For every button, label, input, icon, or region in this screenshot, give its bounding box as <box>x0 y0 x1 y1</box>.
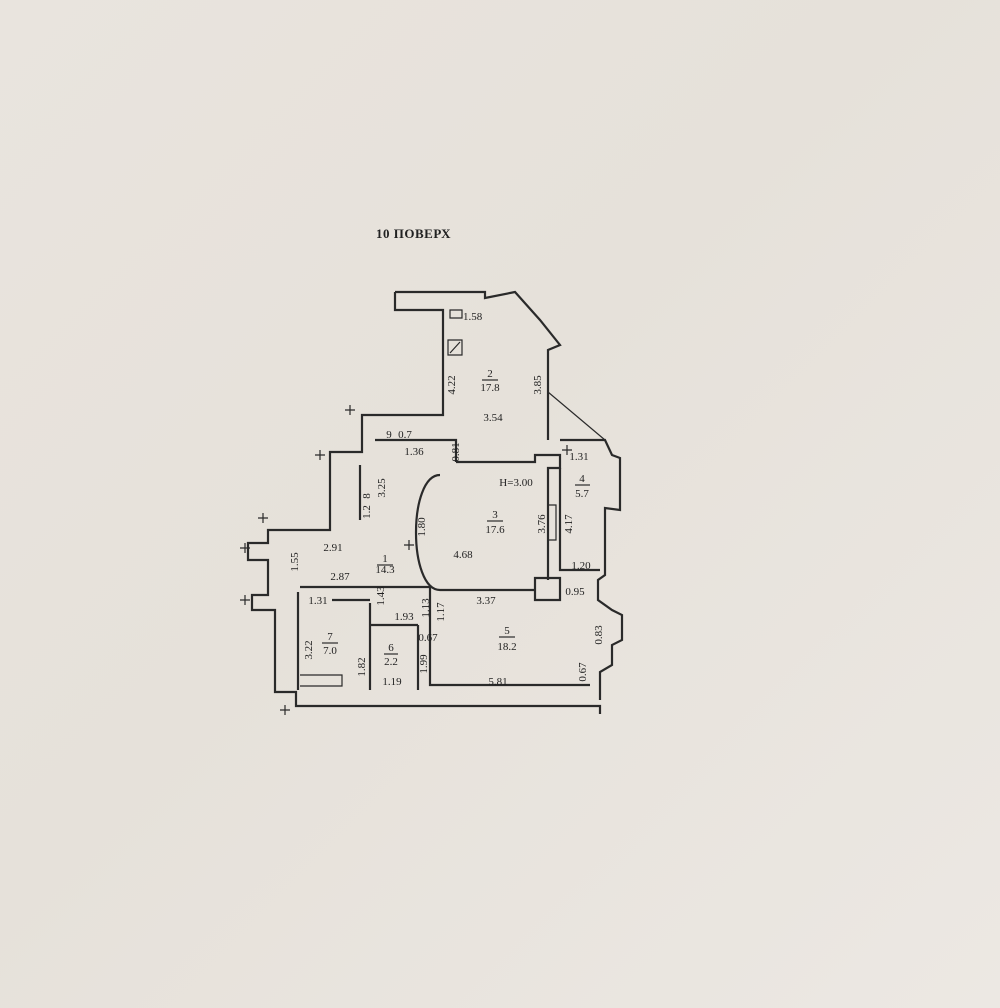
dim-4-22: 4.22 <box>446 375 458 394</box>
dim-3-25: 3.25 <box>376 478 388 498</box>
dim-1-58: 1.58 <box>463 311 483 323</box>
room-4-number: 4 <box>579 473 585 485</box>
room-9-number: 9 <box>386 429 392 441</box>
dim-1-82: 1.82 <box>356 657 368 676</box>
room-6-area: 2.2 <box>384 656 398 668</box>
dim-1-99: 1.99 <box>418 654 430 674</box>
ceiling-height: H=3.00 <box>499 477 533 489</box>
dimension-labels: 1.58 4.22 3.85 3.54 1.36 0.81 1.31 3.25 … <box>289 311 605 688</box>
room-labels: 2 17.8 3 17.6 H=3.00 4 5.7 1 14.3 5 18.2… <box>322 368 590 668</box>
dim-1-43: 1.43 <box>375 586 387 606</box>
room-7-area: 7.0 <box>323 645 337 657</box>
room-1-area: 14.3 <box>375 564 395 576</box>
room-3-area: 17.6 <box>485 524 505 536</box>
room-6-number: 6 <box>388 642 394 654</box>
dim-2-87: 2.87 <box>330 571 350 583</box>
dim-1-93: 1.93 <box>394 611 414 623</box>
exterior-walls <box>246 290 624 714</box>
room-5-number: 5 <box>504 625 510 637</box>
dim-0-67-door: 0.67 <box>418 632 438 644</box>
room-2-number: 2 <box>487 368 493 380</box>
room-8-number: 8 <box>361 493 373 499</box>
dim-4-68: 4.68 <box>453 549 473 561</box>
interior-walls <box>296 309 600 690</box>
dim-1-17: 1.17 <box>435 602 447 622</box>
room-5-area: 18.2 <box>497 641 516 653</box>
room-3-number: 3 <box>492 509 498 521</box>
dim-1-13: 1.13 <box>420 598 432 618</box>
dim-4-17: 4.17 <box>563 514 575 534</box>
room-2-area: 17.8 <box>480 382 500 394</box>
dim-3-76: 3.76 <box>536 514 548 534</box>
dim-1-31-top: 1.31 <box>569 451 588 463</box>
room-9-area: 0.7 <box>398 429 412 441</box>
dim-1-36: 1.36 <box>404 446 424 458</box>
dim-1-55: 1.55 <box>289 552 301 572</box>
dim-1-80: 1.80 <box>416 517 428 537</box>
dim-0-67-side: 0.67 <box>577 662 589 682</box>
dim-0-83: 0.83 <box>593 625 605 645</box>
room-1-number: 1 <box>382 553 388 565</box>
room-7-number: 7 <box>327 631 333 643</box>
dim-3-54: 3.54 <box>483 412 503 424</box>
wall-ticks <box>240 405 572 715</box>
dim-2-91: 2.91 <box>323 542 342 554</box>
room-8-area: 1.2 <box>361 505 373 519</box>
dim-1-19: 1.19 <box>382 676 402 688</box>
dim-5-81: 5.81 <box>488 676 507 688</box>
room-4-area: 5.7 <box>575 488 589 500</box>
dim-3-85: 3.85 <box>532 375 544 395</box>
dim-1-31-bath: 1.31 <box>308 595 327 607</box>
dim-0-81: 0.81 <box>450 442 462 461</box>
dim-3-37: 3.37 <box>476 595 496 607</box>
floor-title: 10 ПОВЕРХ <box>376 226 451 241</box>
dim-0-95: 0.95 <box>565 586 585 598</box>
dim-3-22: 3.22 <box>303 640 315 659</box>
dim-1-20: 1.20 <box>571 560 591 572</box>
